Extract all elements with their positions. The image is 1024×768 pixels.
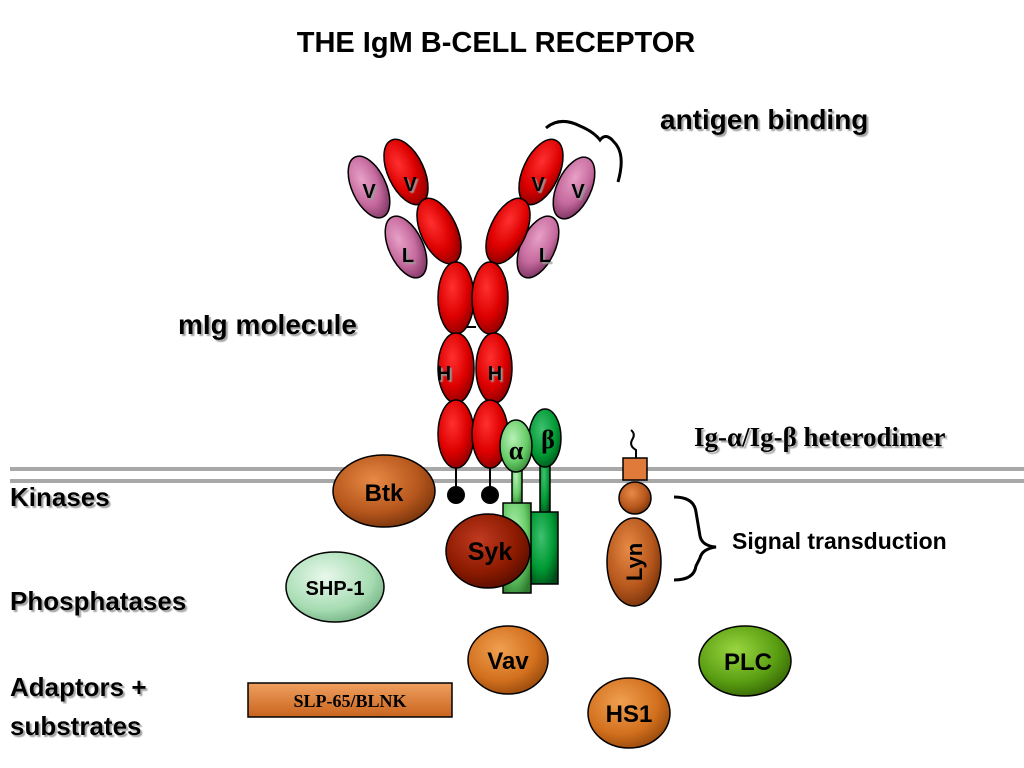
light-chain-left: [347, 155, 428, 279]
slp65-label: SLP-65/BLNK: [293, 691, 406, 711]
syk-label: Syk: [468, 538, 513, 566]
btk-kinase: [332, 454, 436, 528]
ig-beta-chain: [528, 408, 562, 585]
slp65-blnk-adaptor: [247, 682, 453, 718]
antigen-binding-brace: [545, 120, 623, 183]
domain-label-vh-right: V: [531, 174, 545, 196]
adaptors-label-line1: Adaptors +: [10, 672, 147, 702]
domain-label-h-right: H: [488, 363, 502, 385]
mig-molecule-label: mIg molecule: [178, 309, 357, 340]
syk-kinase: [445, 513, 531, 589]
domain-label-vl-left: V: [362, 181, 376, 203]
lyn-label: Lyn: [622, 543, 647, 581]
shp1-label: SHP-1: [306, 578, 365, 600]
hs1-substrate: [587, 677, 671, 749]
hs1-label: HS1: [606, 701, 653, 728]
vav-adaptor: [467, 625, 549, 695]
domain-label-beta: β: [541, 425, 555, 454]
signal-transduction-label: Signal transduction: [732, 528, 947, 554]
domain-label-alpha: α: [509, 436, 524, 465]
domain-label-l-right: L: [539, 245, 551, 267]
kinases-label: Kinases: [10, 482, 110, 512]
signal-transduction-brace: [673, 495, 717, 582]
heterodimer-label: Ig-α/Ig-β heterodimer: [694, 422, 946, 452]
plc-label: PLC: [724, 649, 772, 676]
domain-label-vl-right: V: [571, 181, 585, 203]
diagram-title: THE IgM B-CELL RECEPTOR: [297, 27, 696, 59]
btk-label: Btk: [365, 480, 404, 507]
plc-enzyme: [698, 625, 792, 697]
antigen-binding-label: antigen binding: [660, 104, 868, 135]
adaptors-label-line2: substrates: [10, 711, 142, 741]
shp1-phosphatase: [285, 551, 385, 623]
domain-label-l-left: L: [402, 245, 414, 267]
vav-label: Vav: [487, 648, 529, 675]
domain-label-h-left: H: [437, 363, 451, 385]
lyn-kinase: [606, 429, 662, 607]
domain-label-vh-left: V: [403, 174, 417, 196]
heavy-chain-left: [383, 138, 475, 504]
phosphatases-label: Phosphatases: [10, 586, 186, 616]
heavy-chain-right: [471, 138, 564, 504]
